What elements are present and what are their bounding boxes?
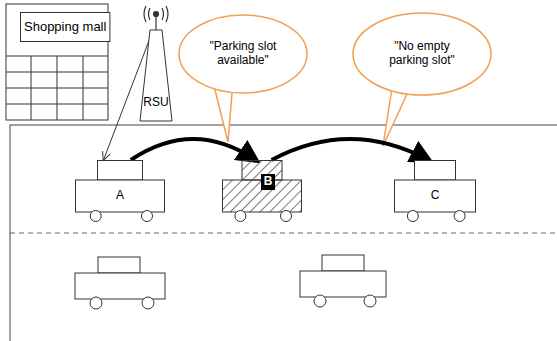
speech-bubble: "No empty parking slot" <box>352 12 492 96</box>
message-text: "Parking slot available" <box>199 40 287 68</box>
node-outline <box>222 160 302 222</box>
message-text: "No empty parking slot" <box>374 40 469 68</box>
message-arrow <box>131 139 256 160</box>
callout-tail <box>383 88 407 146</box>
callout-tail <box>214 86 232 142</box>
message-arrow <box>272 139 429 160</box>
node-label: RSU <box>143 96 168 110</box>
car-node: A <box>75 160 165 222</box>
road <box>10 125 557 341</box>
car-shape <box>300 255 386 307</box>
car-label: B <box>261 174 276 190</box>
node-label: Shopping mall <box>24 20 106 35</box>
car-label: A <box>116 189 124 203</box>
rsu-tower: RSU <box>138 30 174 122</box>
mall-sign: Shopping mall <box>20 12 110 42</box>
speech-bubble: "Parking slot available" <box>178 14 308 94</box>
antenna-symbol <box>144 6 168 30</box>
car-node: C <box>394 160 476 222</box>
car-shape <box>75 257 165 309</box>
car-node: B <box>222 160 302 222</box>
car-label: C <box>431 189 440 203</box>
